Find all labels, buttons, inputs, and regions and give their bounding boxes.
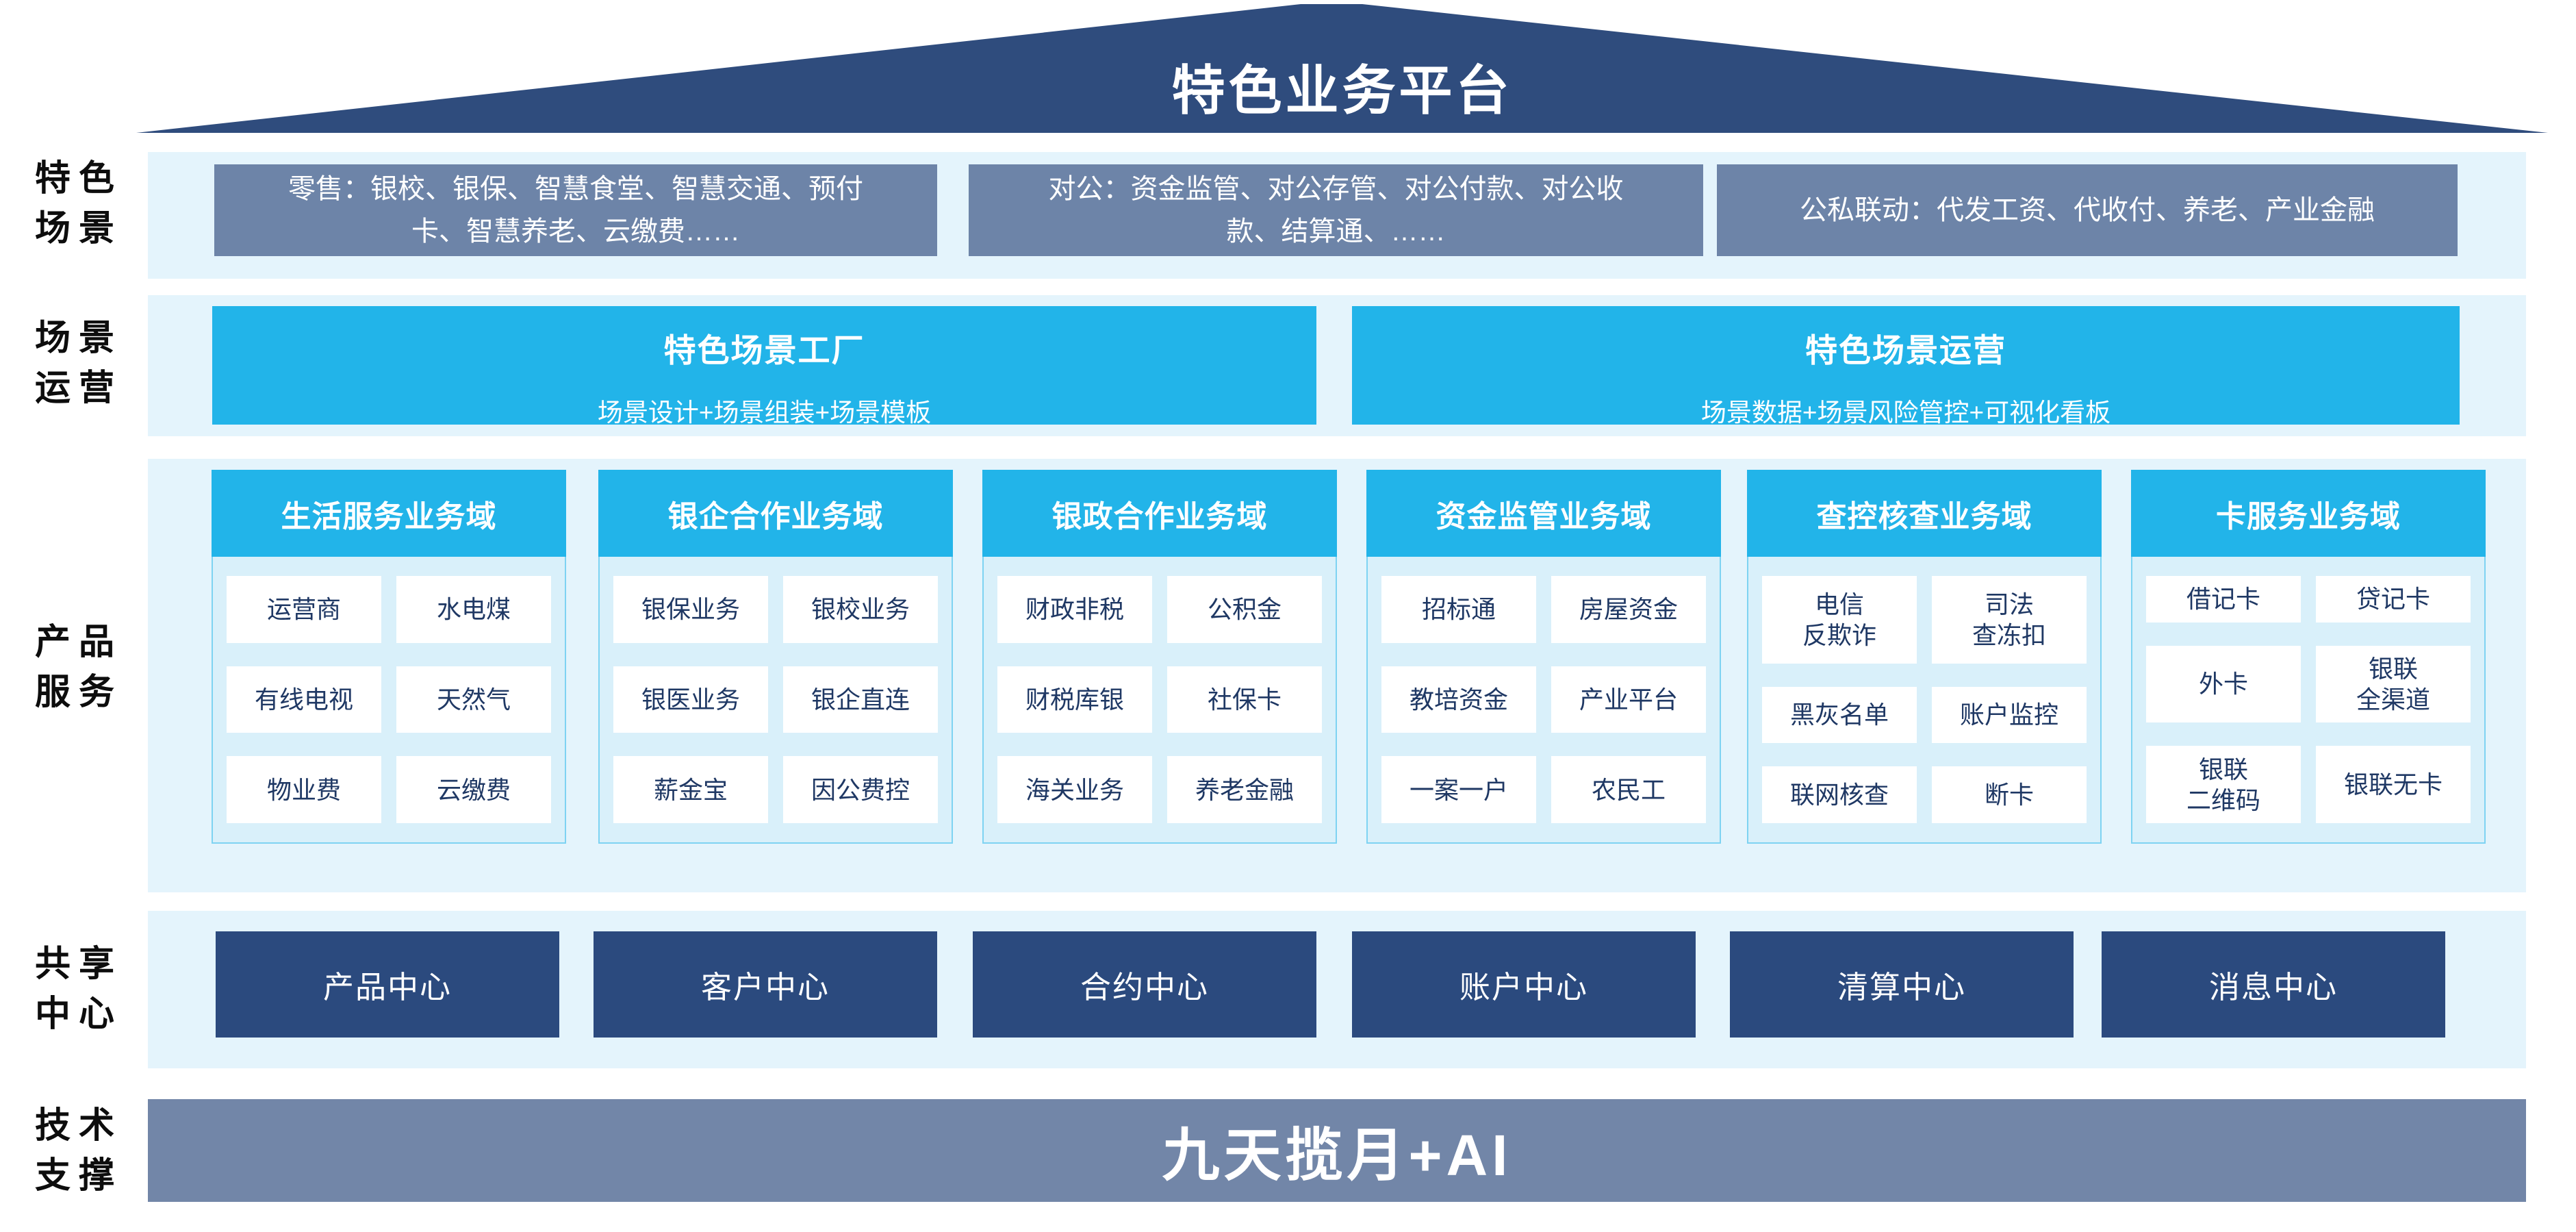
domain-item-cell: 一案一户 (1381, 756, 1536, 823)
domain-item-cell: 黑灰名单 (1762, 686, 1917, 744)
domain-life-services: 生活服务业务域 运营商 水电煤 有线电视 天然气 物业费 云缴费 (212, 470, 566, 844)
domain-item-cell: 断卡 (1932, 766, 2087, 823)
domain-item-cell: 薪金宝 (613, 756, 768, 823)
domain-body: 财政非税 公积金 财税库银 社保卡 海关业务 养老金融 (982, 557, 1337, 844)
roof-banner: 特色业务平台 (136, 4, 2548, 133)
domain-item-cell: 银校业务 (783, 576, 938, 643)
domain-item-cell: 贷记卡 (2316, 576, 2471, 623)
scene-operation-subtitle: 场景数据+场景风险管控+可视化看板 (1700, 399, 2111, 427)
scene-operation-band: 特色场景工厂 场景设计+场景组装+场景模板 特色场景运营 场景数据+场景风险管控… (148, 295, 2526, 436)
domain-item-cell: 联网核查 (1762, 766, 1917, 823)
domain-item-cell: 有线电视 (227, 666, 381, 733)
domain-item-cell: 司法 查冻扣 (1932, 576, 2087, 664)
domain-item-cell: 招标通 (1381, 576, 1536, 643)
tech-support-bar: 九天揽月+AI (148, 1099, 2526, 1202)
scene-box-corporate: 对公：资金监管、对公存管、对公付款、对公收 款、结算通、…… (969, 164, 1703, 256)
domain-item-cell: 物业费 (227, 756, 381, 823)
domain-card-services: 卡服务业务域 借记卡 贷记卡 外卡 银联 全渠道 银联 二维码 银联无卡 (2131, 470, 2486, 844)
domain-item-cell: 水电煤 (396, 576, 551, 643)
scene-factory-title: 特色场景工厂 (663, 332, 865, 368)
center-box-contract: 合约中心 (973, 931, 1316, 1038)
domain-item-cell: 银联 二维码 (2146, 746, 2301, 823)
domain-body: 借记卡 贷记卡 外卡 银联 全渠道 银联 二维码 银联无卡 (2131, 557, 2486, 844)
center-box-product: 产品中心 (216, 931, 559, 1038)
domain-inquiry-verification: 查控核查业务域 电信 反欺诈 司法 查冻扣 黑灰名单 账户监控 联网核查 断卡 (1747, 470, 2102, 844)
domain-header: 银企合作业务域 (598, 470, 953, 557)
domain-fund-supervision: 资金监管业务域 招标通 房屋资金 教培资金 产业平台 一案一户 农民工 (1366, 470, 1721, 844)
domain-item-cell: 财政非税 (997, 576, 1152, 643)
product-services-band: 生活服务业务域 运营商 水电煤 有线电视 天然气 物业费 云缴费 银企合作业务域… (148, 459, 2526, 892)
domain-item-cell: 天然气 (396, 666, 551, 733)
domain-item-cell: 外卡 (2146, 645, 2301, 723)
center-box-customer: 客户中心 (594, 931, 937, 1038)
domain-item-cell: 云缴费 (396, 756, 551, 823)
scene-box-retail: 零售：银校、银保、智慧食堂、智慧交通、预付 卡、智慧养老、云缴费…… (214, 164, 937, 256)
domain-item-cell: 银医业务 (613, 666, 768, 733)
side-label-tech-support: 技术 支撑 (34, 1106, 123, 1196)
domain-item-cell: 养老金融 (1167, 756, 1322, 823)
domain-header: 银政合作业务域 (982, 470, 1337, 557)
featured-scenes-band: 零售：银校、银保、智慧食堂、智慧交通、预付 卡、智慧养老、云缴费…… 对公：资金… (148, 152, 2526, 279)
domain-header: 生活服务业务域 (212, 470, 566, 557)
domain-item-cell: 农民工 (1551, 756, 1706, 823)
domain-item-cell: 银联 全渠道 (2316, 645, 2471, 723)
domain-item-cell: 电信 反欺诈 (1762, 576, 1917, 664)
domain-header: 卡服务业务域 (2131, 470, 2486, 557)
domain-item-cell: 银企直连 (783, 666, 938, 733)
domain-body: 运营商 水电煤 有线电视 天然气 物业费 云缴费 (212, 557, 566, 844)
domain-header: 资金监管业务域 (1366, 470, 1721, 557)
domain-item-cell: 海关业务 (997, 756, 1152, 823)
domain-item-cell: 银保业务 (613, 576, 768, 643)
domain-item-cell: 借记卡 (2146, 576, 2301, 623)
domain-bank-enterprise: 银企合作业务域 银保业务 银校业务 银医业务 银企直连 薪金宝 因公费控 (598, 470, 953, 844)
scene-box-public-private-linkage: 公私联动：代发工资、代收付、养老、产业金融 (1717, 164, 2458, 256)
domain-item-cell: 运营商 (227, 576, 381, 643)
domain-item-cell: 公积金 (1167, 576, 1322, 643)
center-box-clearing: 清算中心 (1730, 931, 2074, 1038)
scene-operation-box: 特色场景运营 场景数据+场景风险管控+可视化看板 (1352, 306, 2460, 427)
domain-item-cell: 因公费控 (783, 756, 938, 823)
domain-body: 电信 反欺诈 司法 查冻扣 黑灰名单 账户监控 联网核查 断卡 (1747, 557, 2102, 844)
tech-support-title: 九天揽月+AI (1162, 1122, 1512, 1187)
domain-item-cell: 社保卡 (1167, 666, 1322, 733)
side-label-scene-operation: 场景 运营 (34, 318, 123, 408)
side-label-product-services: 产品 服务 (34, 623, 123, 712)
roof-shape (136, 4, 2548, 133)
platform-title: 特色业务平台 (1171, 60, 1513, 121)
domain-item-cell: 账户监控 (1932, 686, 2087, 744)
center-box-account: 账户中心 (1352, 931, 1696, 1038)
domain-item-cell: 银联无卡 (2316, 746, 2471, 823)
scene-factory-subtitle: 场景设计+场景组装+场景模板 (597, 399, 932, 427)
center-box-message: 消息中心 (2102, 931, 2445, 1038)
side-label-shared-center: 共享 中心 (34, 944, 123, 1034)
domain-body: 银保业务 银校业务 银医业务 银企直连 薪金宝 因公费控 (598, 557, 953, 844)
scene-factory-box: 特色场景工厂 场景设计+场景组装+场景模板 (212, 306, 1316, 427)
domain-body: 招标通 房屋资金 教培资金 产业平台 一案一户 农民工 (1366, 557, 1721, 844)
scene-operation-title: 特色场景运营 (1805, 332, 2006, 368)
domain-item-cell: 房屋资金 (1551, 576, 1706, 643)
domain-item-cell: 教培资金 (1381, 666, 1536, 733)
side-label-featured-scenes: 特色 场景 (34, 159, 123, 249)
domain-header: 查控核查业务域 (1747, 470, 2102, 557)
domain-item-cell: 产业平台 (1551, 666, 1706, 733)
shared-center-band: 产品中心 客户中心 合约中心 账户中心 清算中心 消息中心 (148, 911, 2526, 1068)
domain-bank-government: 银政合作业务域 财政非税 公积金 财税库银 社保卡 海关业务 养老金融 (982, 470, 1337, 844)
domain-item-cell: 财税库银 (997, 666, 1152, 733)
